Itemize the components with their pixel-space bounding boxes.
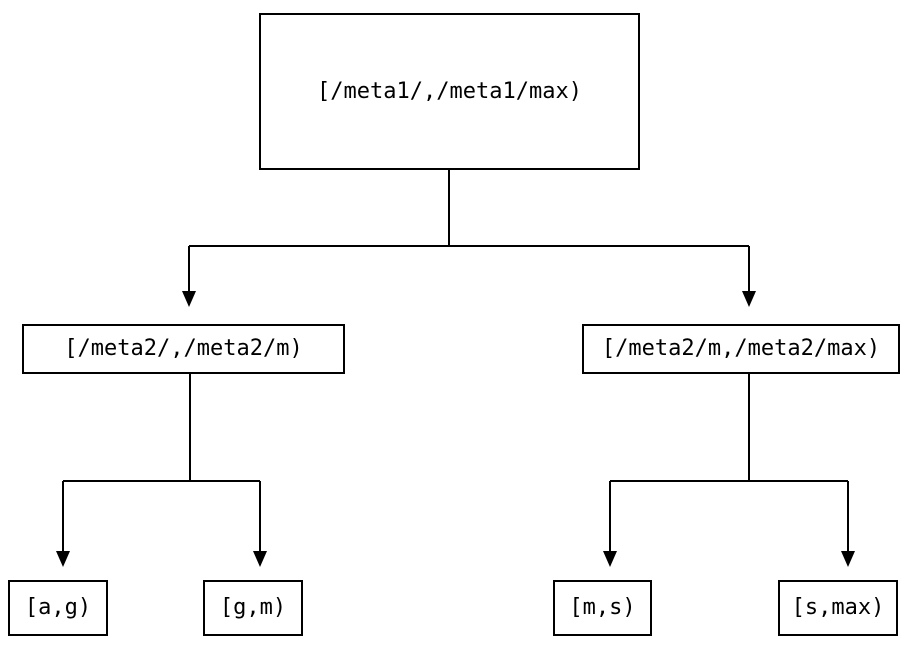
- node-meta2-lower-label: [/meta2/,/meta2/m): [64, 336, 303, 361]
- arrowhead-down-icon: [182, 291, 196, 307]
- arrowhead-down-icon: [253, 551, 267, 567]
- node-leaf-m-s-label: [m,s): [569, 595, 636, 620]
- connector-meta2high-children: [603, 374, 855, 567]
- node-meta2-lower: [/meta2/,/meta2/m): [22, 324, 345, 374]
- node-leaf-s-max-label: [s,max): [791, 595, 885, 620]
- arrowhead-down-icon: [603, 551, 617, 567]
- arrowhead-down-icon: [742, 291, 756, 307]
- node-meta2-upper: [/meta2/m,/meta2/max): [582, 324, 900, 374]
- node-leaf-g-m: [g,m): [203, 580, 303, 636]
- arrowhead-down-icon: [841, 551, 855, 567]
- node-leaf-m-s: [m,s): [553, 580, 652, 636]
- node-leaf-s-max: [s,max): [778, 580, 898, 636]
- node-leaf-g-m-label: [g,m): [219, 595, 287, 620]
- node-root-label: [/meta1/,/meta1/max): [317, 78, 582, 104]
- node-leaf-a-g: [a,g): [8, 580, 108, 636]
- node-root: [/meta1/,/meta1/max): [259, 13, 640, 170]
- arrowhead-down-icon: [56, 551, 70, 567]
- node-meta2-upper-label: [/meta2/m,/meta2/max): [601, 336, 881, 361]
- connector-root-children: [182, 170, 756, 307]
- node-leaf-a-g-label: [a,g): [24, 595, 92, 620]
- connector-meta2low-children: [56, 374, 267, 567]
